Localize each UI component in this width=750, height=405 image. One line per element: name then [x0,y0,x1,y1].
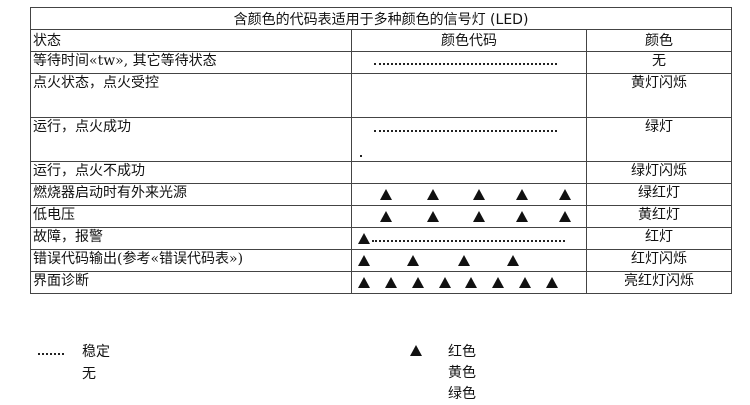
legend-none-label: 无 [82,366,96,382]
triangle-icon [516,189,528,200]
code-cell-dotted [351,117,587,162]
triangle-icon [507,255,519,266]
table-row: 错误代码输出(参考«错误代码表») 红灯闪烁 [30,249,733,272]
table-row: 运行，点火成功 绿灯 [30,117,733,162]
triangle-sequence [353,251,586,271]
triangle-icon [458,255,470,266]
triangle-icon [427,211,439,222]
header-code: 颜色代码 [351,29,587,52]
code-cell-triangles [351,205,587,228]
table-title: 含颜色的代码表适用于多种颜色的信号灯 (LED) [29,7,733,30]
triangle-icon [519,277,531,288]
triangle-sequence [353,273,586,293]
triangle-icon [380,189,392,200]
state-cell: 低电压 [30,205,352,228]
legend-steady-label: 稳定 [82,344,110,360]
triangle-icon [358,233,370,244]
legend-green-label: 绿色 [448,386,476,402]
header-state: 状态 [30,29,352,52]
steady-dotted-line [374,63,557,65]
code-cell-empty [351,73,587,118]
legend-dotted-symbol [38,353,64,355]
code-cell-triangles [351,271,587,294]
triangle-icon [358,255,370,266]
code-cell-triangle-dotted [351,227,587,250]
state-cell: 界面诊断 [30,271,352,294]
triangle-icon [559,189,571,200]
code-cell-triangles [351,183,587,206]
table-row: 界面诊断 亮红灯闪烁 [30,271,733,294]
state-cell: 运行，点火成功 [30,117,352,162]
triangle-icon [473,189,485,200]
color-cell: 黄灯闪烁 [585,73,733,118]
triangle-icon [407,255,419,266]
table-row: 低电压 黄红灯 [30,205,733,228]
color-cell: 绿灯闪烁 [585,161,733,184]
table-row: 故障，报警 红灯 [30,227,733,250]
color-cell: 无 [585,51,733,74]
table-row: 燃烧器启动时有外来光源 绿红灯 [30,183,733,206]
steady-dotted-line [372,240,565,242]
state-cell: 运行，点火不成功 [30,161,352,184]
triangle-icon [492,277,504,288]
triangle-icon [380,211,392,222]
legend-yellow-label: 黄色 [448,365,476,381]
color-cell: 绿灯 [585,117,733,162]
triangle-icon [546,277,558,288]
legend-triangle-icon [410,345,422,356]
led-color-code-table: 含颜色的代码表适用于多种颜色的信号灯 (LED) 状态 颜色代码 颜色 等待时间… [29,7,733,294]
color-cell: 红灯 [585,227,733,250]
color-cell: 黄红灯 [585,205,733,228]
code-cell-triangles [351,249,587,272]
triangle-icon [559,211,571,222]
triangle-icon [412,277,424,288]
triangle-icon [385,277,397,288]
dot-mark [360,155,362,157]
triangle-sequence [353,207,586,227]
table-row: 等待时间«tw», 其它等待状态 无 [30,51,733,74]
state-cell: 故障，报警 [30,227,352,250]
triangle-icon [473,211,485,222]
state-cell: 燃烧器启动时有外来光源 [30,183,352,206]
code-cell-empty [351,161,587,184]
triangle-icon [439,277,451,288]
table-row: 点火状态，点火受控 黄灯闪烁 [30,73,733,118]
triangle-sequence [353,185,586,205]
header-color: 颜色 [585,29,733,52]
legend-red-label: 红色 [448,344,476,360]
triangle-icon [465,277,477,288]
color-cell: 亮红灯闪烁 [585,271,733,294]
color-cell: 红灯闪烁 [585,249,733,272]
triangle-icon [358,277,370,288]
state-cell: 点火状态，点火受控 [30,73,352,118]
steady-dotted-line [374,130,557,132]
triangle-icon [516,211,528,222]
triangle-icon [427,189,439,200]
code-cell-dotted [351,51,587,74]
state-cell: 错误代码输出(参考«错误代码表») [30,249,352,272]
state-cell: 等待时间«tw», 其它等待状态 [30,51,352,74]
color-cell: 绿红灯 [585,183,733,206]
table-row: 运行，点火不成功 绿灯闪烁 [30,161,733,184]
